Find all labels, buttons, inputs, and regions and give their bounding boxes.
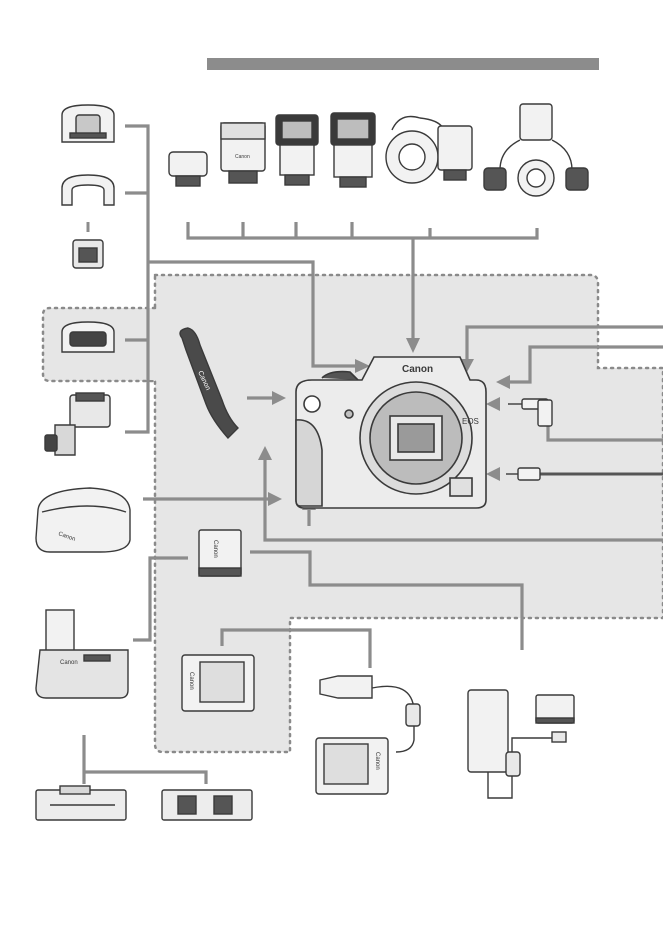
flash-large-icon [331,113,375,187]
left-bracket-connector [125,126,148,432]
eyecup-icon [62,105,114,142]
flash-medium-icon [276,115,318,185]
battery-brand-label: Canon [212,540,218,558]
camera-model-label: EOS [462,417,479,426]
rubber-frame-icon [62,175,114,205]
flash-brand-label: Canon [235,154,250,160]
aa-battery-magazine-icon [162,790,252,820]
ac-adapter-kit-icon [468,690,574,798]
battery-pack-icon: Canon [199,530,241,576]
eyepiece-adapter-icon [73,240,103,268]
eyecup-panel-fill [150,310,160,380]
battery-grip-icon: Canon [36,610,128,698]
battery-charger-icon: Canon [182,655,254,711]
car-charger-brand-label: Canon [374,752,380,770]
camera-case-icon: Canon [36,488,130,552]
camera-body-icon: Canon EOS [296,357,486,508]
flash-small-icon: Canon [221,123,265,183]
battery-magazine-icon [36,786,126,820]
angle-finder-icon [45,393,110,455]
ring-flash-icon [386,117,472,184]
charger-brand-label: Canon [188,672,194,690]
eyecup-small-icon [62,322,114,352]
twin-flash-icon [484,104,588,196]
camera-brand-label: Canon [402,364,433,375]
section-title-bar [207,58,599,70]
grip-brand-label: Canon [60,660,78,666]
car-battery-charger-icon: Canon [316,676,420,794]
flash-mini-icon [169,152,207,186]
